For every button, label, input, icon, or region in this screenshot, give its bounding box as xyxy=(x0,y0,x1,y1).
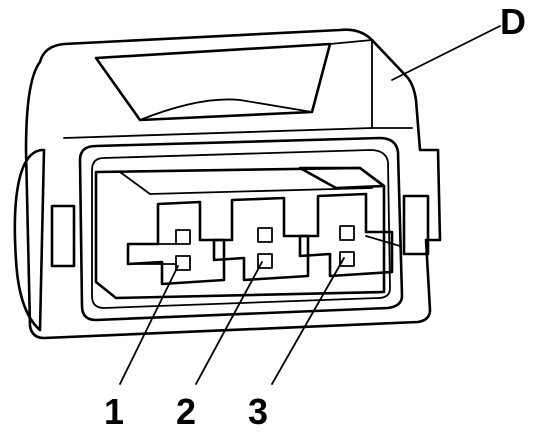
part-label-d: D xyxy=(500,1,526,42)
leader-line-d xyxy=(391,25,501,81)
terminal-cavity-3 xyxy=(298,192,401,278)
terminal-cavity-1 xyxy=(126,200,226,286)
leader-line-2 xyxy=(195,261,263,385)
terminal-block xyxy=(94,166,401,300)
pin-label-1: 1 xyxy=(104,391,124,432)
connector-housing xyxy=(13,28,442,340)
leader-lines xyxy=(119,25,501,385)
terminal-cavity-2 xyxy=(212,196,310,282)
pin-label-2: 2 xyxy=(176,391,196,432)
leader-line-1 xyxy=(119,265,179,385)
leader-line-3 xyxy=(271,257,345,385)
pin-label-3: 3 xyxy=(248,391,268,432)
mating-face xyxy=(78,136,404,322)
